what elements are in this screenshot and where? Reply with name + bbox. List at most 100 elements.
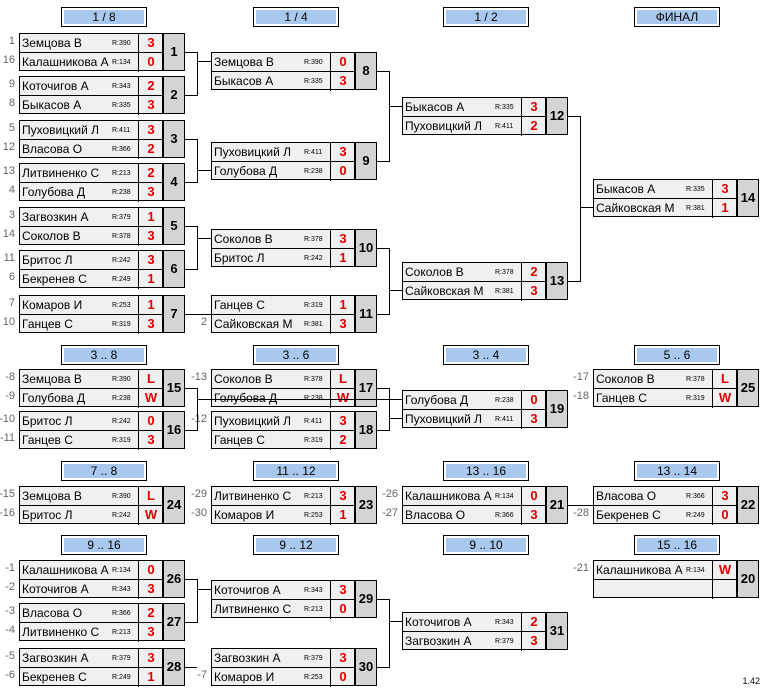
seed-label: -13 (191, 371, 207, 383)
player-score: 3 (721, 181, 729, 196)
match-number: 22 (737, 486, 759, 524)
player-score: 1 (721, 200, 729, 215)
player-row[interactable] (593, 579, 737, 599)
player-rating: R:378 (111, 233, 131, 240)
connector-line (389, 388, 390, 431)
round-header: 3 .. 4 (443, 345, 529, 365)
